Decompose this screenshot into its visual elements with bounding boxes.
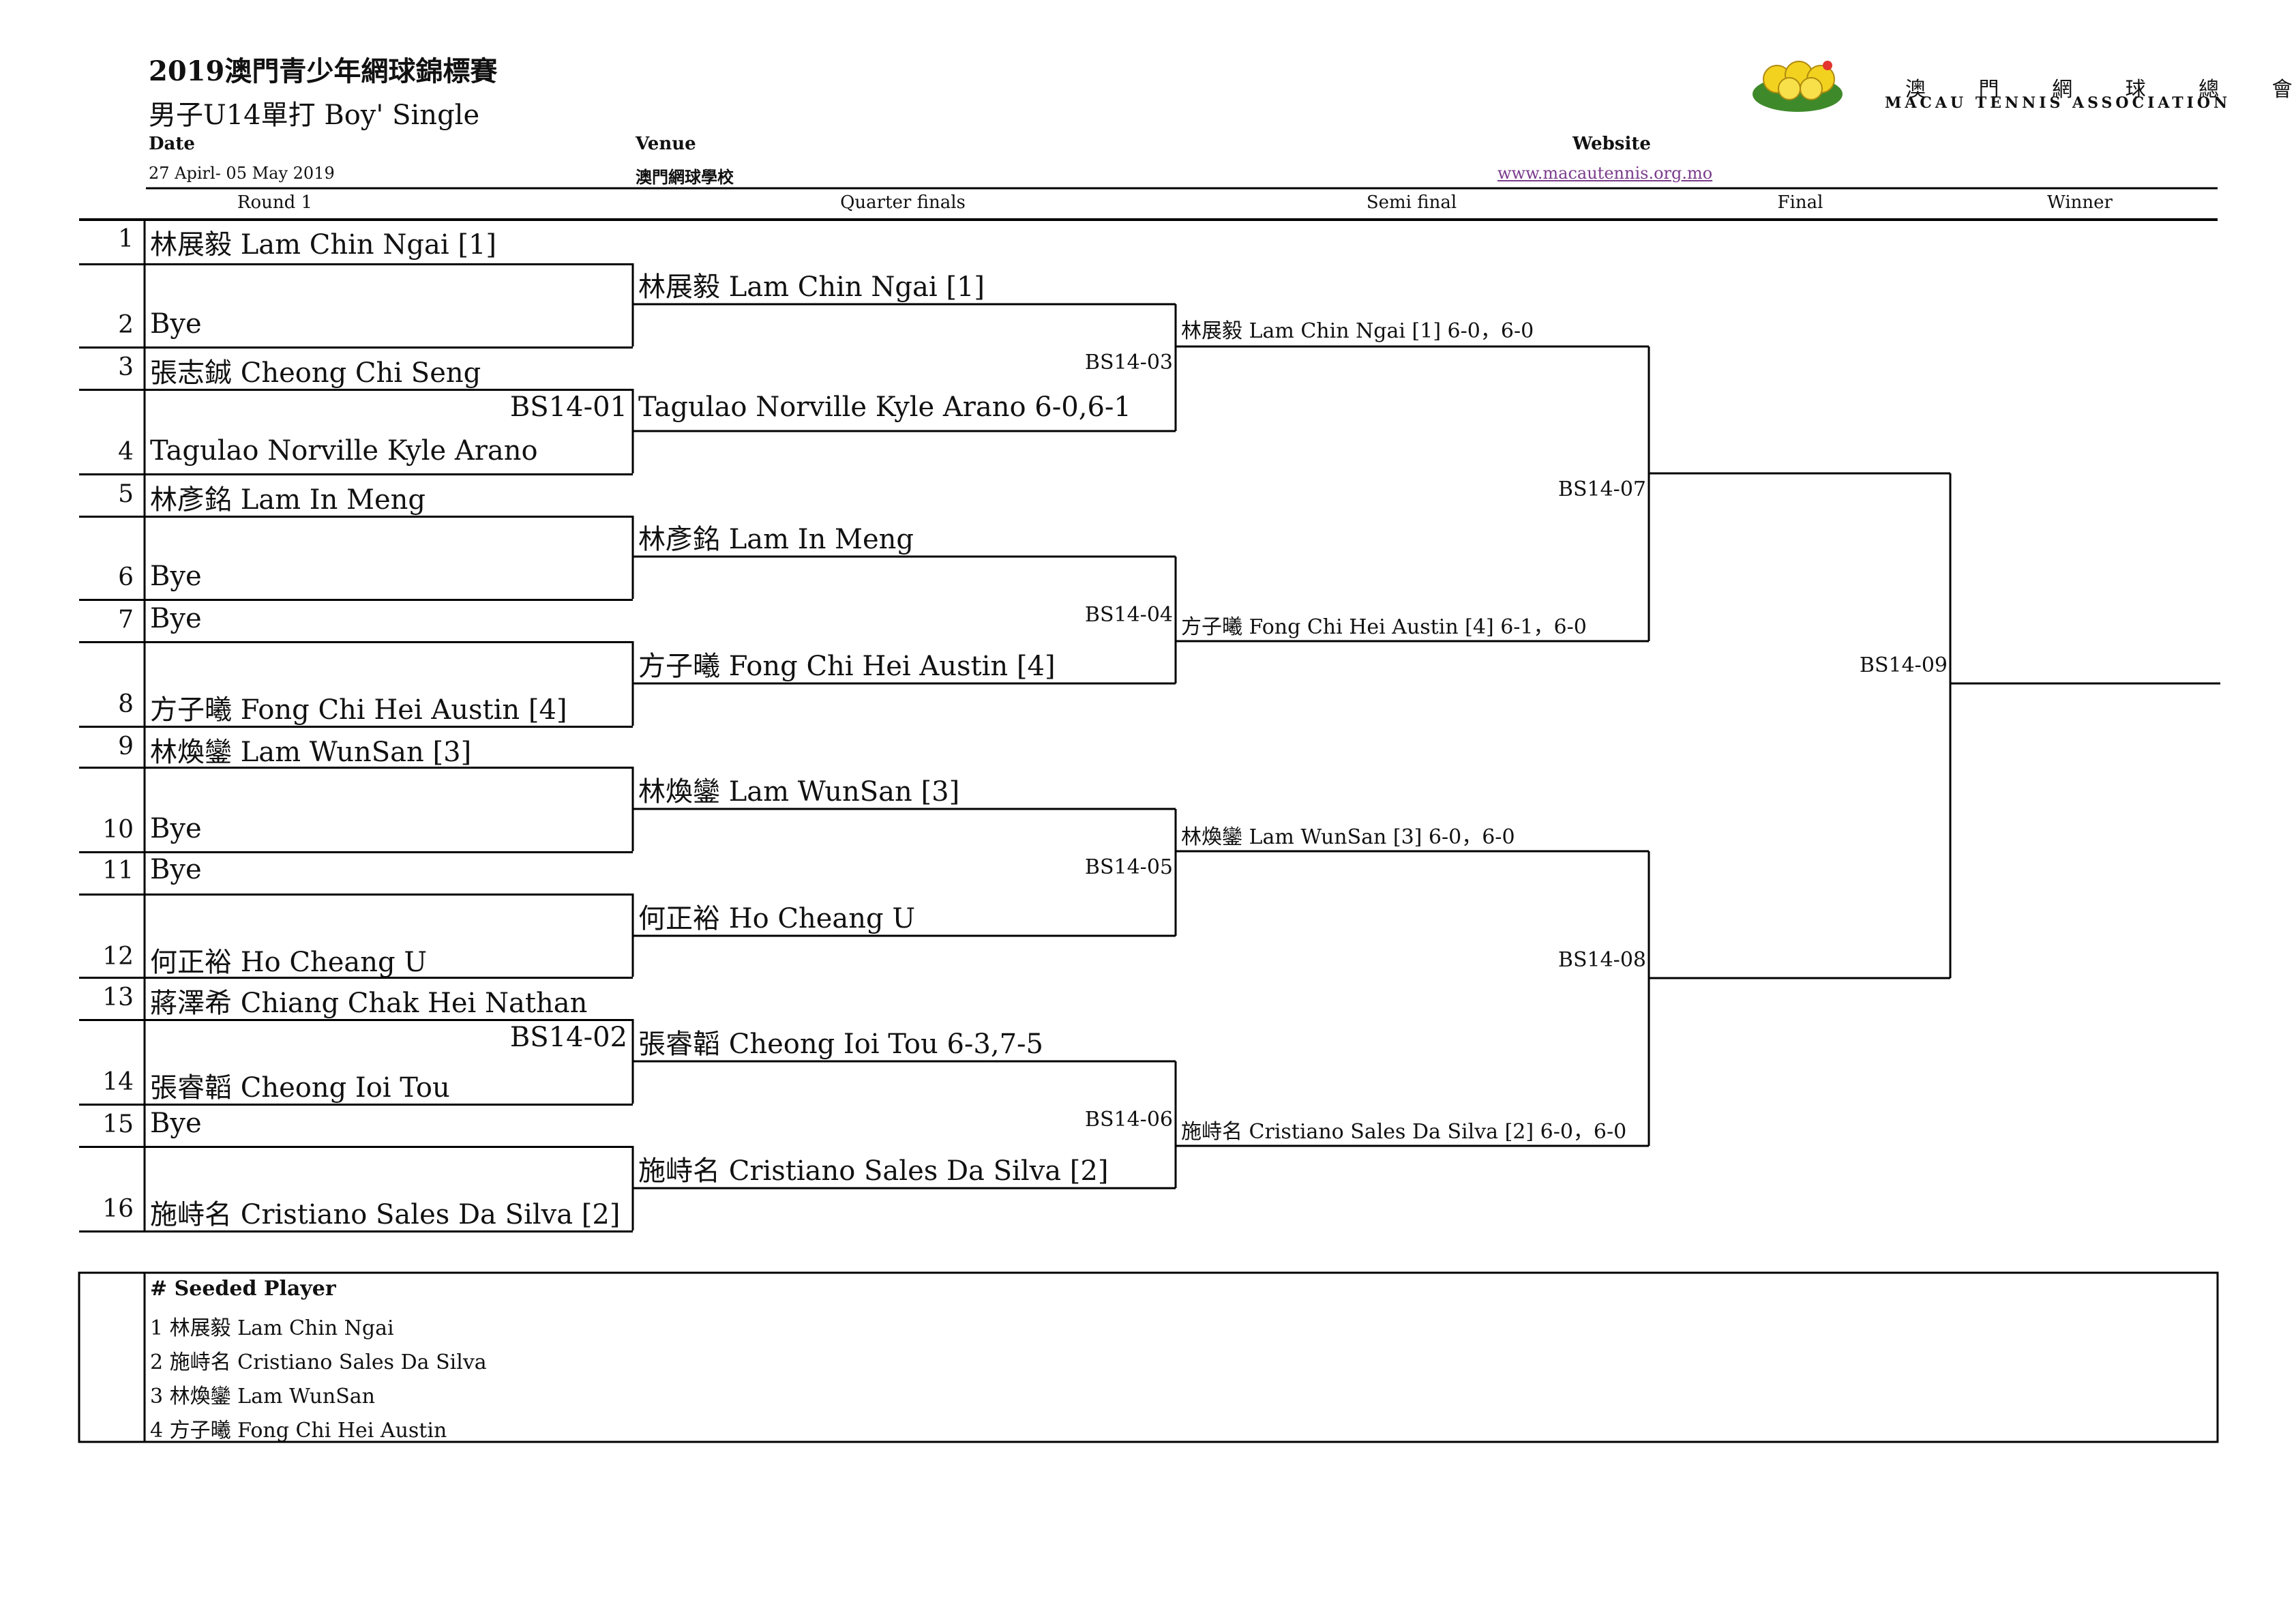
r1-player-name: 張志鋮 Cheong Chi Seng bbox=[150, 357, 481, 389]
r1-player-name: 施峙名 Cristiano Sales Da Silva [2] bbox=[150, 1199, 621, 1230]
r1-seed-number: 16 bbox=[102, 1195, 134, 1223]
r1-row-13: 13 蔣澤希 Chiang Chak Hei Nathan bbox=[79, 978, 633, 1021]
r1-seed-number: 12 bbox=[102, 943, 134, 971]
r1-player-name: 張睿韜 Cheong Ioi Tou bbox=[150, 1072, 450, 1104]
r1-seed-number: 3 bbox=[118, 353, 134, 381]
venue-value: 澳門網球學校 bbox=[636, 167, 734, 187]
r1-row-5: 5 林彥銘 Lam In Meng bbox=[79, 475, 633, 518]
r1-seed-number: 7 bbox=[118, 606, 134, 634]
r1-player-name: Bye bbox=[150, 308, 202, 340]
r1-seed-number: 11 bbox=[102, 857, 134, 885]
r1-seed-number: 2 bbox=[118, 311, 134, 339]
r1-row-8: 8 方子曦 Fong Chi Hei Austin [4] bbox=[79, 685, 633, 728]
seeded-player-item: 2 施峙名 Cristiano Sales Da Silva bbox=[150, 1350, 487, 1374]
logo-chinese-name: 澳 門 網 球 總 會 bbox=[1905, 78, 2296, 102]
qf-player-name: 方子曦 Fong Chi Hei Austin [4] bbox=[638, 651, 1056, 682]
r1-row-1: 1 林展毅 Lam Chin Ngai [1] bbox=[79, 221, 633, 265]
column-header-quarter-finals: Quarter finals bbox=[840, 192, 966, 213]
sf-player-name: 施峙名 Cristiano Sales Da Silva [2] 6-0，6-0 bbox=[1181, 1120, 1627, 1144]
r1-row-12: 12 何正裕 Ho Cheang U bbox=[79, 937, 633, 979]
r1-row-4: 4 Tagulao Norville Kyle Arano bbox=[79, 432, 633, 475]
column-header-round1: Round 1 bbox=[237, 192, 313, 213]
venue-label: Venue bbox=[636, 134, 696, 154]
website-link[interactable]: www.macautennis.org.mo bbox=[1497, 164, 1713, 183]
r1-seed-number: 8 bbox=[118, 690, 134, 718]
r1-match-code: BS14-01 bbox=[509, 392, 627, 423]
r1-player-name: Bye bbox=[150, 603, 202, 634]
r1-row-16: 16 施峙名 Cristiano Sales Da Silva [2] bbox=[79, 1190, 633, 1232]
column-header-final: Final bbox=[1777, 192, 1823, 213]
r1-seed-number: 9 bbox=[118, 733, 134, 761]
r1-row-6: 6 Bye bbox=[79, 558, 633, 601]
r1-seed-number: 14 bbox=[102, 1068, 134, 1096]
r1-row-10: 10 Bye bbox=[79, 810, 633, 853]
qf-player-name: 林展毅 Lam Chin Ngai [1] bbox=[638, 271, 985, 303]
qf-match-code: BS14-04 bbox=[1084, 603, 1173, 627]
r1-row-7: 7 Bye bbox=[79, 600, 633, 643]
sf-match-code: BS14-08 bbox=[1557, 948, 1646, 972]
seeded-players-heading: # Seeded Player bbox=[150, 1277, 336, 1301]
column-header-semi-final: Semi final bbox=[1366, 192, 1457, 213]
r1-seed-number: 5 bbox=[118, 480, 134, 508]
r1-seed-number: 6 bbox=[118, 563, 134, 591]
r1-player-name: Bye bbox=[150, 854, 202, 885]
qf-match-code: BS14-06 bbox=[1084, 1108, 1173, 1132]
tournament-title: 2019澳門青少年網球錦標賽 bbox=[149, 55, 498, 87]
r1-player-name: 林彥銘 Lam In Meng bbox=[150, 484, 426, 516]
sf-match-code: BS14-07 bbox=[1557, 477, 1646, 501]
r1-player-name: 林展毅 Lam Chin Ngai [1] bbox=[150, 229, 497, 261]
r1-player-name: Bye bbox=[150, 1108, 202, 1139]
r1-row-15: 15 Bye bbox=[79, 1105, 633, 1148]
date-value: 27 Apirl- 05 May 2019 bbox=[149, 164, 335, 183]
event-subtitle: 男子U14單打 Boy' Single bbox=[149, 100, 480, 131]
qf-match-code: BS14-05 bbox=[1084, 855, 1173, 879]
r1-player-name: Bye bbox=[150, 561, 202, 592]
r1-row-9: 9 林煥鑾 Lam WunSan [3] bbox=[79, 727, 633, 769]
r1-row-11: 11 Bye bbox=[79, 853, 633, 896]
r1-player-name: Bye bbox=[150, 813, 202, 844]
seeded-player-item: 3 林煥鑾 Lam WunSan bbox=[150, 1385, 375, 1408]
macau-tennis-logo-icon bbox=[1750, 59, 1852, 113]
qf-match-code: BS14-03 bbox=[1084, 351, 1173, 374]
r1-row-2: 2 Bye bbox=[79, 306, 633, 349]
r1-match-code: BS14-02 bbox=[509, 1022, 627, 1053]
r1-player-name: 蔣澤希 Chiang Chak Hei Nathan bbox=[150, 988, 588, 1019]
r1-seed-number: 1 bbox=[118, 225, 134, 253]
r1-seed-number: 13 bbox=[102, 984, 134, 1012]
website-label: Website bbox=[1572, 134, 1651, 154]
sf-player-name: 林煥鑾 Lam WunSan [3] 6-0，6-0 bbox=[1181, 825, 1515, 849]
qf-player-name: 何正裕 Ho Cheang U bbox=[638, 903, 916, 934]
sf-player-name: 林展毅 Lam Chin Ngai [1] 6-0，6-0 bbox=[1181, 319, 1534, 343]
final-match-code: BS14-09 bbox=[1859, 653, 1948, 677]
r1-player-name: 方子曦 Fong Chi Hei Austin [4] bbox=[150, 694, 567, 726]
seeded-player-item: 4 方子曦 Fong Chi Hei Austin bbox=[150, 1419, 447, 1443]
qf-player-name: 施峙名 Cristiano Sales Da Silva [2] bbox=[638, 1155, 1109, 1187]
r1-seed-number: 10 bbox=[102, 816, 134, 844]
r1-row-3: 3 張志鋮 Cheong Chi Seng bbox=[79, 348, 633, 391]
r1-player-name: Tagulao Norville Kyle Arano bbox=[150, 435, 538, 467]
r1-seed-number: 4 bbox=[118, 438, 134, 466]
sf-player-name: 方子曦 Fong Chi Hei Austin [4] 6-1，6-0 bbox=[1181, 615, 1587, 639]
r1-seed-number: 15 bbox=[102, 1110, 134, 1138]
seeded-player-item: 1 林展毅 Lam Chin Ngai bbox=[150, 1316, 394, 1340]
column-header-winner: Winner bbox=[2047, 192, 2113, 213]
qf-player-name: Tagulao Norville Kyle Arano 6-0,6-1 bbox=[638, 392, 1131, 423]
qf-player-name: 張睿韜 Cheong Ioi Tou 6-3,7-5 bbox=[638, 1029, 1043, 1060]
qf-player-name: 林彥銘 Lam In Meng bbox=[638, 524, 914, 555]
r1-player-name: 林煥鑾 Lam WunSan [3] bbox=[150, 737, 472, 768]
logo-english-name: MACAU TENNIS ASSOCIATION bbox=[1885, 94, 2231, 112]
r1-player-name: 何正裕 Ho Cheang U bbox=[150, 947, 428, 978]
date-label: Date bbox=[149, 134, 195, 154]
r1-row-14: 14 張睿韜 Cheong Ioi Tou bbox=[79, 1063, 633, 1106]
qf-player-name: 林煥鑾 Lam WunSan [3] bbox=[638, 776, 960, 808]
